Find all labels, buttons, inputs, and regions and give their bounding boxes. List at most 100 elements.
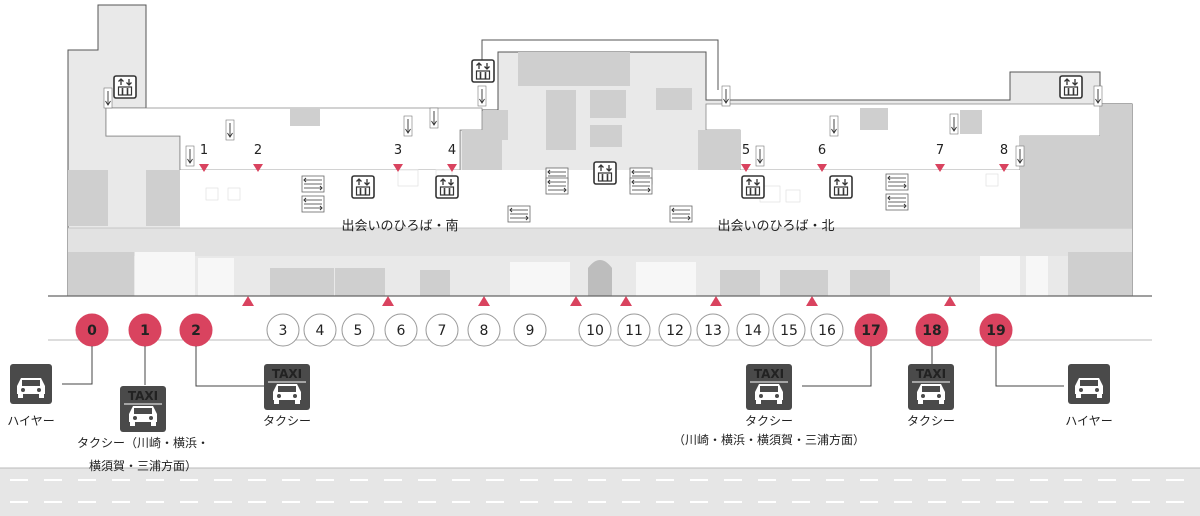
entrance-marker xyxy=(393,164,403,172)
stop-14: 14 xyxy=(736,313,770,347)
car-light xyxy=(37,388,41,392)
stop-19: 19 xyxy=(979,313,1013,347)
stairs-arrow xyxy=(757,149,763,164)
entrance-marker xyxy=(817,164,827,172)
kiosk xyxy=(980,256,1020,296)
car-light xyxy=(937,394,941,398)
entrance-number: 8 xyxy=(1000,143,1008,158)
stop-15: 15 xyxy=(772,313,806,347)
stairs-arrow xyxy=(723,89,729,104)
facility-block xyxy=(698,130,734,170)
taxi-badge: TAXI xyxy=(128,389,158,403)
stairs-arrow xyxy=(1017,149,1023,164)
entrance-marker xyxy=(447,164,457,172)
service-taxi-2: TAXI タクシー xyxy=(263,364,311,428)
stairs-arrow xyxy=(105,91,111,106)
car-wheel xyxy=(130,422,135,426)
stop-number: 16 xyxy=(818,323,836,339)
car-light xyxy=(921,394,925,398)
elevator-icon xyxy=(435,175,459,199)
car-light xyxy=(21,388,25,392)
car-wheel xyxy=(939,400,944,404)
service-label: ハイヤー xyxy=(1065,414,1112,428)
stairs-arrow xyxy=(187,149,193,164)
car-window xyxy=(22,380,40,386)
small-kiosk xyxy=(985,173,999,187)
service-label: 横須賀・三浦方面） xyxy=(89,458,197,473)
stop-number: 3 xyxy=(279,323,288,339)
taxi-icon: TAXI xyxy=(264,364,310,410)
entrance-marker xyxy=(935,164,945,172)
stairs-arrow-icon xyxy=(477,85,487,107)
car-light xyxy=(1079,388,1083,392)
service-label: タクシー xyxy=(263,414,311,428)
main-entrance-arch xyxy=(588,260,612,296)
leader-line xyxy=(995,346,1064,387)
stairs-arrow xyxy=(227,123,233,138)
car-light xyxy=(277,394,281,398)
entrance-4: 4 xyxy=(447,143,457,172)
taxi-icon: TAXI xyxy=(908,364,954,410)
facility-block xyxy=(850,270,890,296)
stop-number: 13 xyxy=(704,323,722,339)
exit-marker xyxy=(710,296,722,306)
taxi-badge: TAXI xyxy=(754,367,784,381)
exit-marker xyxy=(478,296,490,306)
service-hire-0: ハイヤー xyxy=(7,364,55,428)
entrance-5: 5 xyxy=(741,143,751,172)
exit-marker xyxy=(242,296,254,306)
entrance-7: 7 xyxy=(935,143,945,172)
facility-block xyxy=(1020,136,1100,228)
stop-number: 4 xyxy=(316,323,325,339)
stairs-arrow-icon xyxy=(949,113,959,135)
stop-number: 8 xyxy=(480,323,489,339)
entrance-2: 2 xyxy=(253,143,263,172)
entrance-number: 7 xyxy=(936,143,944,158)
exit-marker xyxy=(944,296,956,306)
stop-8: 8 xyxy=(467,313,501,347)
elevator-icon xyxy=(593,161,617,185)
car-wheel xyxy=(777,400,782,404)
kiosk xyxy=(1026,256,1048,296)
stop-circle xyxy=(658,313,692,347)
escalator-icon xyxy=(885,173,909,191)
small-kiosk xyxy=(785,189,801,203)
stairs-arrow-icon xyxy=(829,115,839,137)
stairs-arrow xyxy=(405,119,411,134)
stop-number: 18 xyxy=(922,323,941,339)
stairs-arrow-icon xyxy=(1093,85,1103,107)
facility-block xyxy=(68,252,134,296)
upper-frame xyxy=(481,39,719,90)
stop-number: 9 xyxy=(526,323,535,339)
stairs-arrow-icon xyxy=(225,119,235,141)
stop-circle xyxy=(341,313,375,347)
car-wheel xyxy=(756,400,761,404)
stop-0: 0 xyxy=(75,313,109,347)
stairs-arrow-icon xyxy=(429,107,439,129)
elevator-icon xyxy=(829,175,853,199)
car-light xyxy=(149,416,153,420)
exit-marker xyxy=(806,296,818,306)
service-label: （川崎・横浜・横須賀・三浦方面） xyxy=(673,432,865,447)
entrance-number: 3 xyxy=(394,143,402,158)
taxi-badge: TAXI xyxy=(272,367,302,381)
stop-18: 18 xyxy=(915,313,949,347)
stairs-arrow-icon xyxy=(403,115,413,137)
facility-block xyxy=(146,170,180,226)
stop-11: 11 xyxy=(617,313,651,347)
front-walkway xyxy=(68,228,1132,256)
facility-block xyxy=(544,52,630,86)
stop-number: 1 xyxy=(140,323,150,339)
escalator-icon xyxy=(545,177,569,195)
car-light xyxy=(775,394,779,398)
stop-9: 9 xyxy=(513,313,547,347)
facility-block xyxy=(780,270,828,296)
car-window xyxy=(922,386,940,392)
entrance-marker xyxy=(199,164,209,172)
stop-12: 12 xyxy=(658,313,692,347)
service-label: タクシー xyxy=(745,414,793,428)
elevator-icon xyxy=(1059,75,1083,99)
stop-circle xyxy=(736,313,770,347)
facility-block xyxy=(518,52,544,86)
stop-circle xyxy=(467,313,501,347)
